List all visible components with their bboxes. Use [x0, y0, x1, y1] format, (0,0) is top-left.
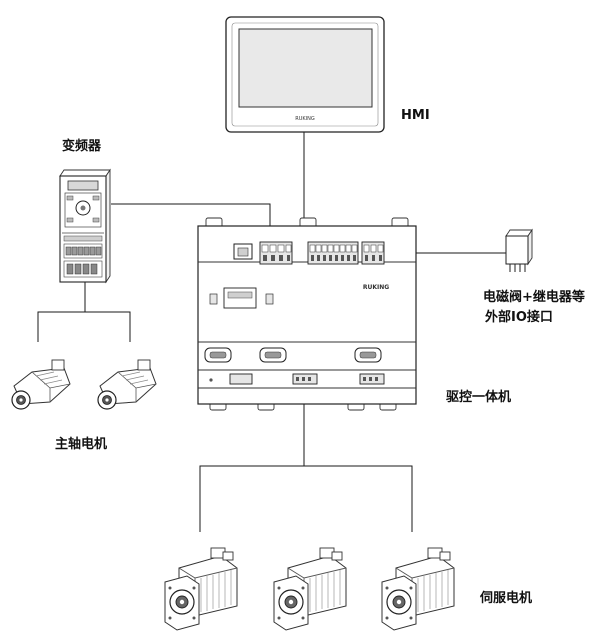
servo-bus-line: [199, 465, 413, 532]
io-label-line2: 外部IO接口: [485, 310, 553, 325]
controller-device: RUKING: [197, 217, 417, 411]
vfd-device: [59, 168, 111, 284]
terminal-block-3: [361, 241, 385, 265]
controller-brand-logo: RUKING: [363, 284, 389, 291]
spindle-bus-line: [37, 311, 131, 342]
io-device: [505, 228, 533, 272]
vfd-label: 变频器: [62, 139, 102, 154]
spindle-motor-1: [11, 359, 71, 410]
vfd-display: [67, 180, 99, 191]
servo-motor-1: [164, 547, 238, 631]
hmi-device: RUKING: [225, 16, 385, 133]
power-connector-1: [229, 373, 253, 385]
hmi-screen: [238, 28, 373, 108]
servo-motor-label: 伺服电机: [480, 591, 533, 606]
spindle-motor-label: 主轴电机: [55, 437, 108, 452]
terminal-block-2: [307, 241, 359, 265]
terminal-block-1: [259, 241, 293, 265]
hmi-brand-logo: RUKING: [295, 116, 315, 122]
io-label-line1: 电磁阀+继电器等: [483, 290, 585, 305]
servo-motor-2: [273, 547, 347, 631]
hmi-label: HMI: [401, 108, 430, 123]
servo-motor-3: [381, 547, 455, 631]
controller-label: 驱控一体机: [446, 390, 512, 405]
spindle-motor-2: [97, 359, 157, 410]
vfd-to-controller-line: [111, 203, 271, 226]
